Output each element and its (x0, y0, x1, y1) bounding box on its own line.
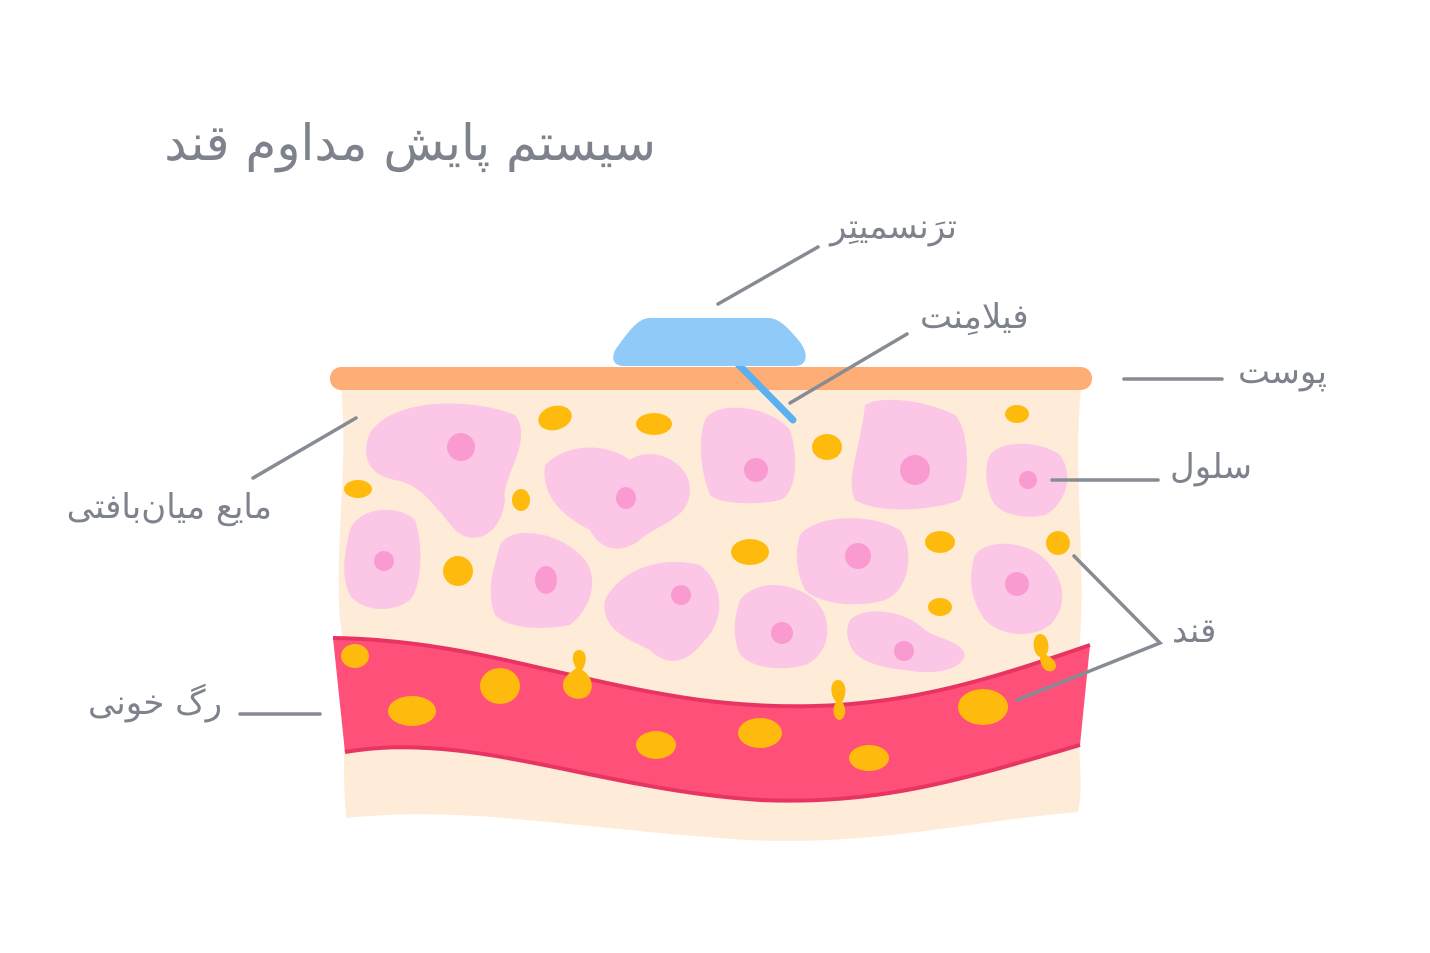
cells (344, 399, 1068, 673)
vessel-wall-top (332, 636, 1091, 709)
skin-layer (330, 367, 1092, 390)
label-cell: سلول (1170, 447, 1253, 487)
label-interstitial-fluid: مایع میان‌بافتی (66, 487, 272, 527)
filament (734, 360, 797, 424)
glucose-molecules (341, 405, 1070, 771)
diagram-title: سیستم پایش مداوم قند (164, 114, 656, 172)
label-blood-vessel: رگ خونی (87, 683, 222, 723)
cell-nuclei (374, 433, 1037, 661)
vessel-wall-bottom (344, 743, 1081, 803)
leader-lines (238, 245, 1224, 716)
label-filament: فیلامِنت (920, 297, 1029, 337)
label-glucose: قند (1172, 611, 1217, 651)
label-skin: پوست (1238, 352, 1327, 392)
transmitter-device (613, 318, 806, 366)
label-transmitter: ترَنسمیتِر (830, 207, 957, 247)
